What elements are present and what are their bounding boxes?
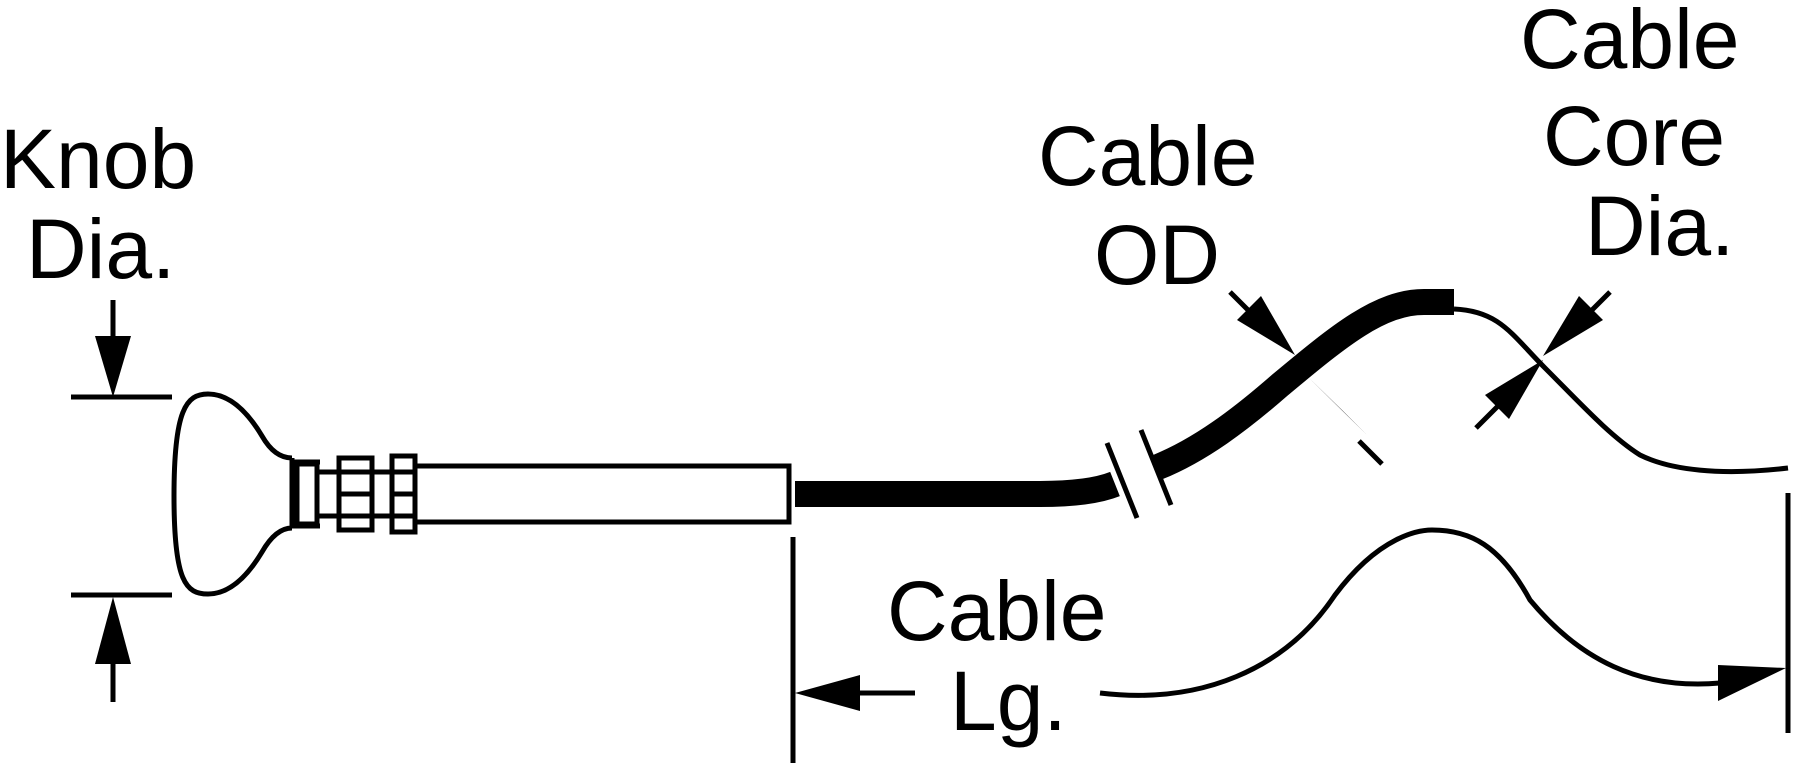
cable-od-dimension — [1228, 290, 1384, 466]
core-dia-leader-bottom — [1474, 403, 1501, 430]
ferrule-1-collar — [314, 469, 342, 519]
cable-lg-leader-right — [1099, 527, 1721, 698]
knob-dia-label: Knob Dia. — [0, 112, 196, 296]
knob-bulb — [171, 391, 293, 597]
knob-dia-arrow-down — [95, 336, 131, 397]
break-mark-right — [1138, 429, 1174, 506]
cable-od-label-line2: OD — [1094, 208, 1220, 302]
break-mark-left — [1104, 442, 1140, 519]
conduit-tube — [412, 463, 792, 525]
core-dia-label-line1: Cable — [1520, 0, 1739, 86]
cable-od-arrow-top — [1237, 296, 1295, 355]
knob — [171, 391, 792, 597]
cable-core — [1453, 306, 1789, 475]
cable-sheath-straight — [795, 471, 1120, 507]
cable-lg-dimension — [790, 493, 1791, 763]
core-dia-label-line3: Dia. — [1585, 179, 1734, 273]
cable-lg-arrow-left — [795, 675, 860, 711]
core-dia-label-line2: Core — [1543, 89, 1725, 183]
knob-dia-label-line2: Dia. — [26, 202, 175, 296]
knob-dia-label-line1: Knob — [0, 112, 196, 206]
cable-od-arrow-bottom — [1308, 377, 1367, 435]
knob-dia-arrow-up — [95, 597, 131, 664]
cable-od-label-line1: Cable — [1038, 109, 1257, 203]
spacer — [369, 469, 395, 519]
cable-lg-label-line1: Cable — [887, 564, 1106, 658]
ferrule-1 — [294, 461, 320, 527]
cable-lg-arrow-right — [1718, 665, 1786, 701]
cable-od-label: Cable OD — [1038, 109, 1257, 302]
cable-sheath — [795, 289, 1454, 519]
core-dia-arrow-top — [1543, 296, 1603, 356]
cable-od-leader-bottom — [1357, 439, 1384, 466]
core-dia-label: Cable Core Dia. — [1520, 0, 1739, 273]
core-dia-dimension — [1474, 290, 1612, 430]
core-dia-arrow-bottom — [1485, 360, 1543, 419]
cable-sheath-curve — [1152, 289, 1454, 480]
knob-dia-dimension — [71, 300, 172, 702]
cable-lg-label-line2: Lg. — [950, 654, 1067, 748]
cable-lg-label: Cable Lg. — [887, 564, 1106, 748]
